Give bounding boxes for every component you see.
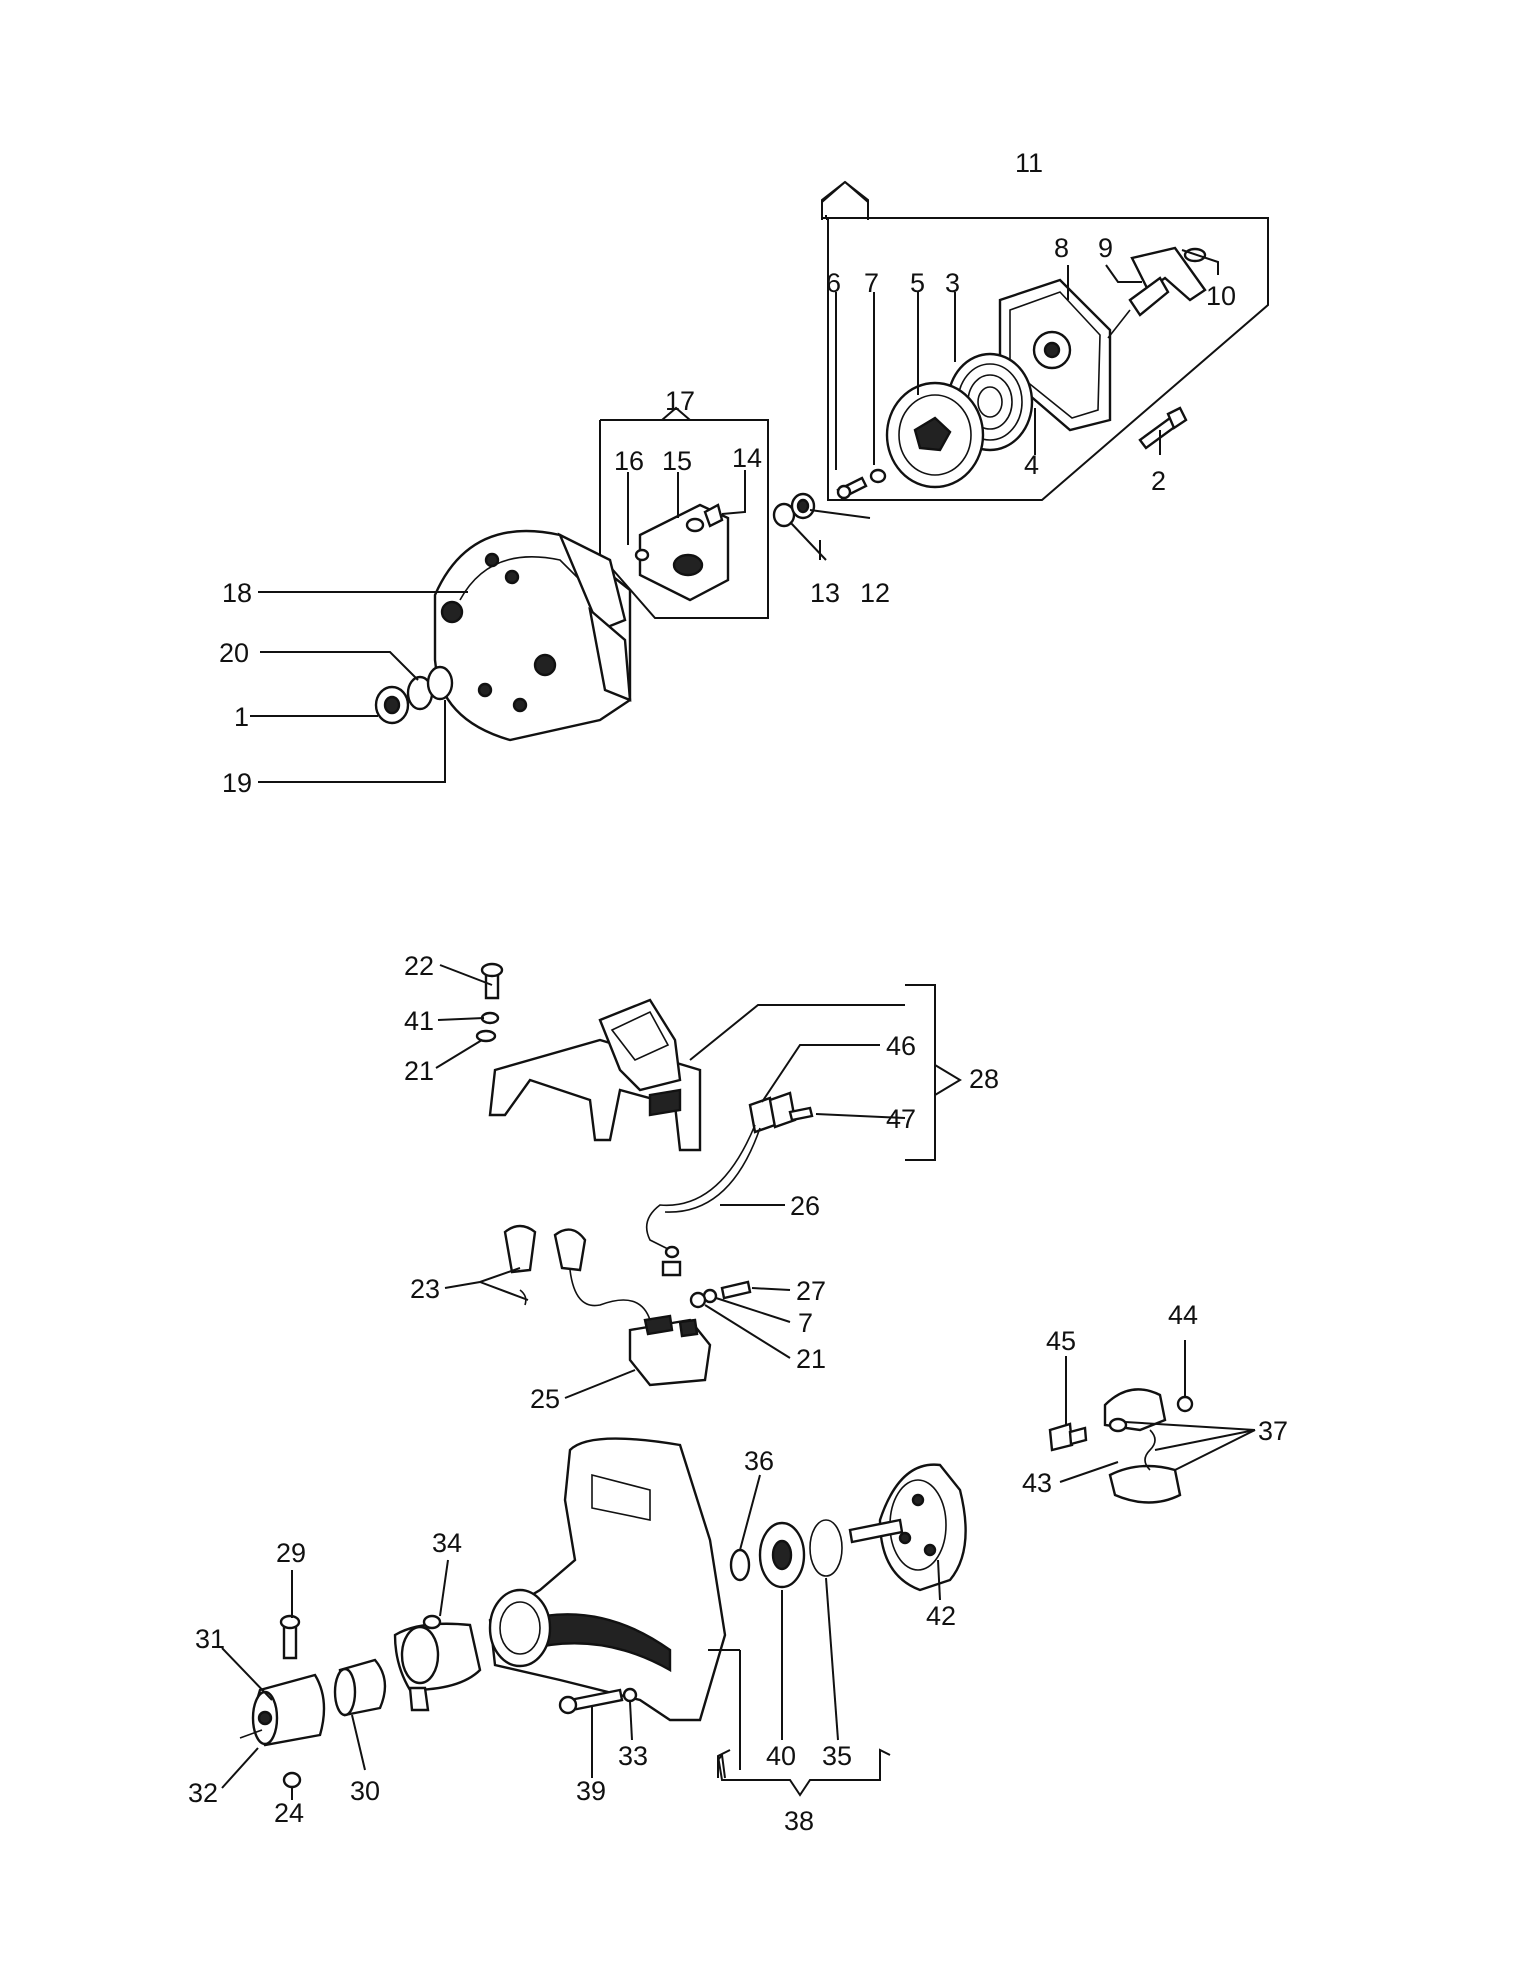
nut-24 — [282, 1771, 302, 1789]
label-26: 26 — [790, 1191, 820, 1221]
screw-29 — [282, 1623, 298, 1660]
label-40: 40 — [766, 1741, 796, 1771]
label-42: 42 — [926, 1601, 956, 1631]
bolt-39 — [568, 1688, 624, 1712]
washer-21b — [689, 1291, 707, 1309]
cover-assembly: 17 16 15 14 13 12 — [599, 386, 890, 619]
label-16: 16 — [614, 446, 644, 476]
label-36: 36 — [744, 1446, 774, 1476]
washer-7 — [869, 468, 887, 484]
clutch-spring — [1144, 1429, 1156, 1471]
label-21b: 21 — [796, 1344, 826, 1374]
wire-26 — [645, 1124, 756, 1251]
flywheel-assembly: 18 20 1 19 — [219, 529, 632, 798]
washer-41 — [480, 1011, 500, 1025]
label-44: 44 — [1168, 1300, 1198, 1330]
washer-21 — [475, 1029, 497, 1043]
label-1: 1 — [234, 702, 249, 732]
label-27: 27 — [796, 1276, 826, 1306]
label-19: 19 — [222, 768, 252, 798]
coil-lead — [569, 1269, 651, 1321]
washer-44 — [1176, 1395, 1194, 1413]
label-4: 4 — [1024, 450, 1039, 480]
engine-cover-assembly: 22 41 21 28 46 47 26 23 27 7 21 25 — [404, 951, 999, 1414]
starter-cover — [638, 503, 730, 602]
label-9: 9 — [1098, 233, 1113, 263]
plug-cap-a — [503, 1224, 537, 1274]
label-32: 32 — [188, 1778, 218, 1808]
label-45: 45 — [1046, 1326, 1076, 1356]
pin-32 — [239, 1729, 263, 1739]
label-41: 41 — [404, 1006, 434, 1036]
bracket-11 — [821, 180, 869, 220]
clutch-housing — [488, 1437, 727, 1722]
label-34: 34 — [432, 1528, 462, 1558]
bolt-45 — [1048, 1422, 1074, 1452]
label-2: 2 — [1151, 466, 1166, 496]
label-14: 14 — [732, 443, 762, 473]
bracket-17 — [661, 406, 691, 421]
washer-19 — [426, 665, 454, 701]
group-11-outline — [827, 217, 1269, 501]
label-35: 35 — [822, 1741, 852, 1771]
label-7b: 7 — [798, 1308, 813, 1338]
plug-cap-b — [553, 1228, 587, 1272]
screw-14 — [703, 503, 724, 528]
coupling-assembly: 29 34 31 32 24 30 — [188, 1528, 482, 1828]
label-31: 31 — [195, 1624, 225, 1654]
bracket-28 — [905, 984, 936, 1161]
label-25: 25 — [530, 1384, 560, 1414]
circlip-35 — [809, 1519, 843, 1577]
label-24: 24 — [274, 1798, 304, 1828]
label-22: 22 — [404, 951, 434, 981]
screw-22 — [484, 973, 500, 1000]
clutch-shoe-b — [1108, 1464, 1182, 1504]
label-20: 20 — [219, 638, 249, 668]
label-33: 33 — [618, 1741, 648, 1771]
label-15: 15 — [662, 446, 692, 476]
label-17: 17 — [665, 386, 695, 416]
group-17-outline — [599, 419, 769, 619]
label-6: 6 — [826, 268, 841, 298]
label-8: 8 — [1054, 233, 1069, 263]
clip-16 — [634, 548, 650, 562]
label-13: 13 — [810, 578, 840, 608]
label-10: 10 — [1206, 281, 1236, 311]
label-3: 3 — [945, 268, 960, 298]
clutch-assembly: 45 44 37 43 — [1022, 1300, 1288, 1504]
label-29: 29 — [276, 1538, 306, 1568]
label-23: 23 — [410, 1274, 440, 1304]
label-12: 12 — [860, 578, 890, 608]
starter-assembly: 11 8 9 10 6 7 5 3 4 2 — [821, 148, 1269, 501]
washer-13 — [772, 502, 796, 528]
label-38: 38 — [784, 1806, 814, 1836]
label-47: 47 — [886, 1104, 916, 1134]
label-43: 43 — [1022, 1468, 1052, 1498]
label-46: 46 — [886, 1031, 916, 1061]
label-18: 18 — [222, 578, 252, 608]
clutch-housing-assembly: 36 40 35 42 38 39 33 — [488, 1437, 967, 1836]
spring-15 — [685, 517, 705, 533]
screw-27 — [720, 1280, 752, 1300]
clutch-drum — [878, 1463, 967, 1592]
bracket-38 — [717, 1748, 891, 1797]
label-39: 39 — [576, 1776, 606, 1806]
label-28: 28 — [969, 1064, 999, 1094]
washer-33 — [622, 1687, 638, 1703]
label-11: 11 — [1015, 148, 1043, 178]
label-37: 37 — [1258, 1416, 1288, 1446]
label-7: 7 — [864, 268, 879, 298]
ring-36 — [729, 1548, 751, 1582]
screw-47 — [788, 1106, 814, 1122]
label-21: 21 — [404, 1056, 434, 1086]
label-5: 5 — [910, 268, 925, 298]
label-30: 30 — [350, 1776, 380, 1806]
